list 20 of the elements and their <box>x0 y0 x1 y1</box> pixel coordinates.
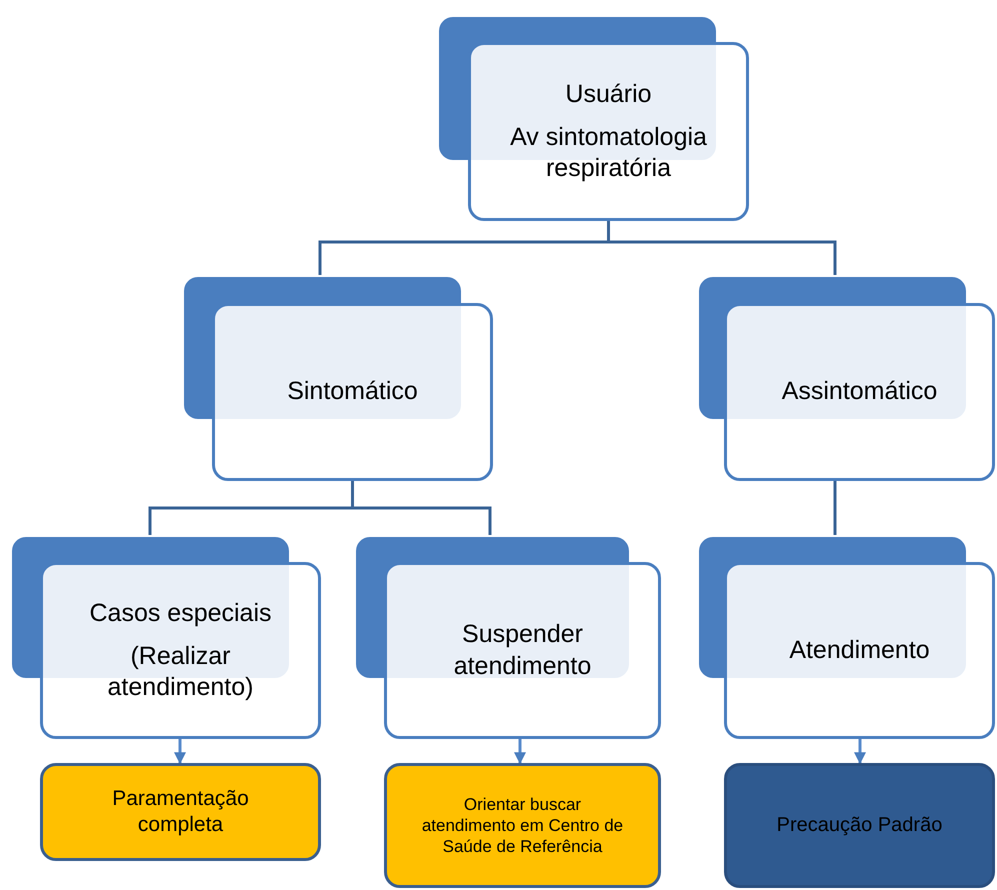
node-text: Precaução Padrão <box>776 813 942 838</box>
node-text: Assintomático <box>782 376 938 408</box>
arrow <box>174 739 186 764</box>
node-text: Casos especiais <box>89 598 272 629</box>
connector-line <box>834 481 836 535</box>
action-box <box>384 763 661 888</box>
node-text: Paramentação completa <box>111 786 250 838</box>
connector-line <box>607 221 836 275</box>
node-text: Sintomático <box>287 376 418 408</box>
arrow <box>854 739 866 764</box>
node-text: Suspender atendimento <box>452 619 592 682</box>
action-box <box>40 763 321 861</box>
node-text: Orientar buscar atendimento em Centro de Saúde de Referência <box>420 794 624 858</box>
connector-line <box>351 481 492 535</box>
node-text: Atendimento <box>789 634 930 666</box>
arrow <box>514 739 526 764</box>
node-text: (Realizar atendimento) <box>106 640 254 704</box>
node-text: Av sintomatologia respiratória <box>509 122 708 184</box>
node-text: Usuário <box>565 78 652 110</box>
action-box <box>724 763 995 888</box>
